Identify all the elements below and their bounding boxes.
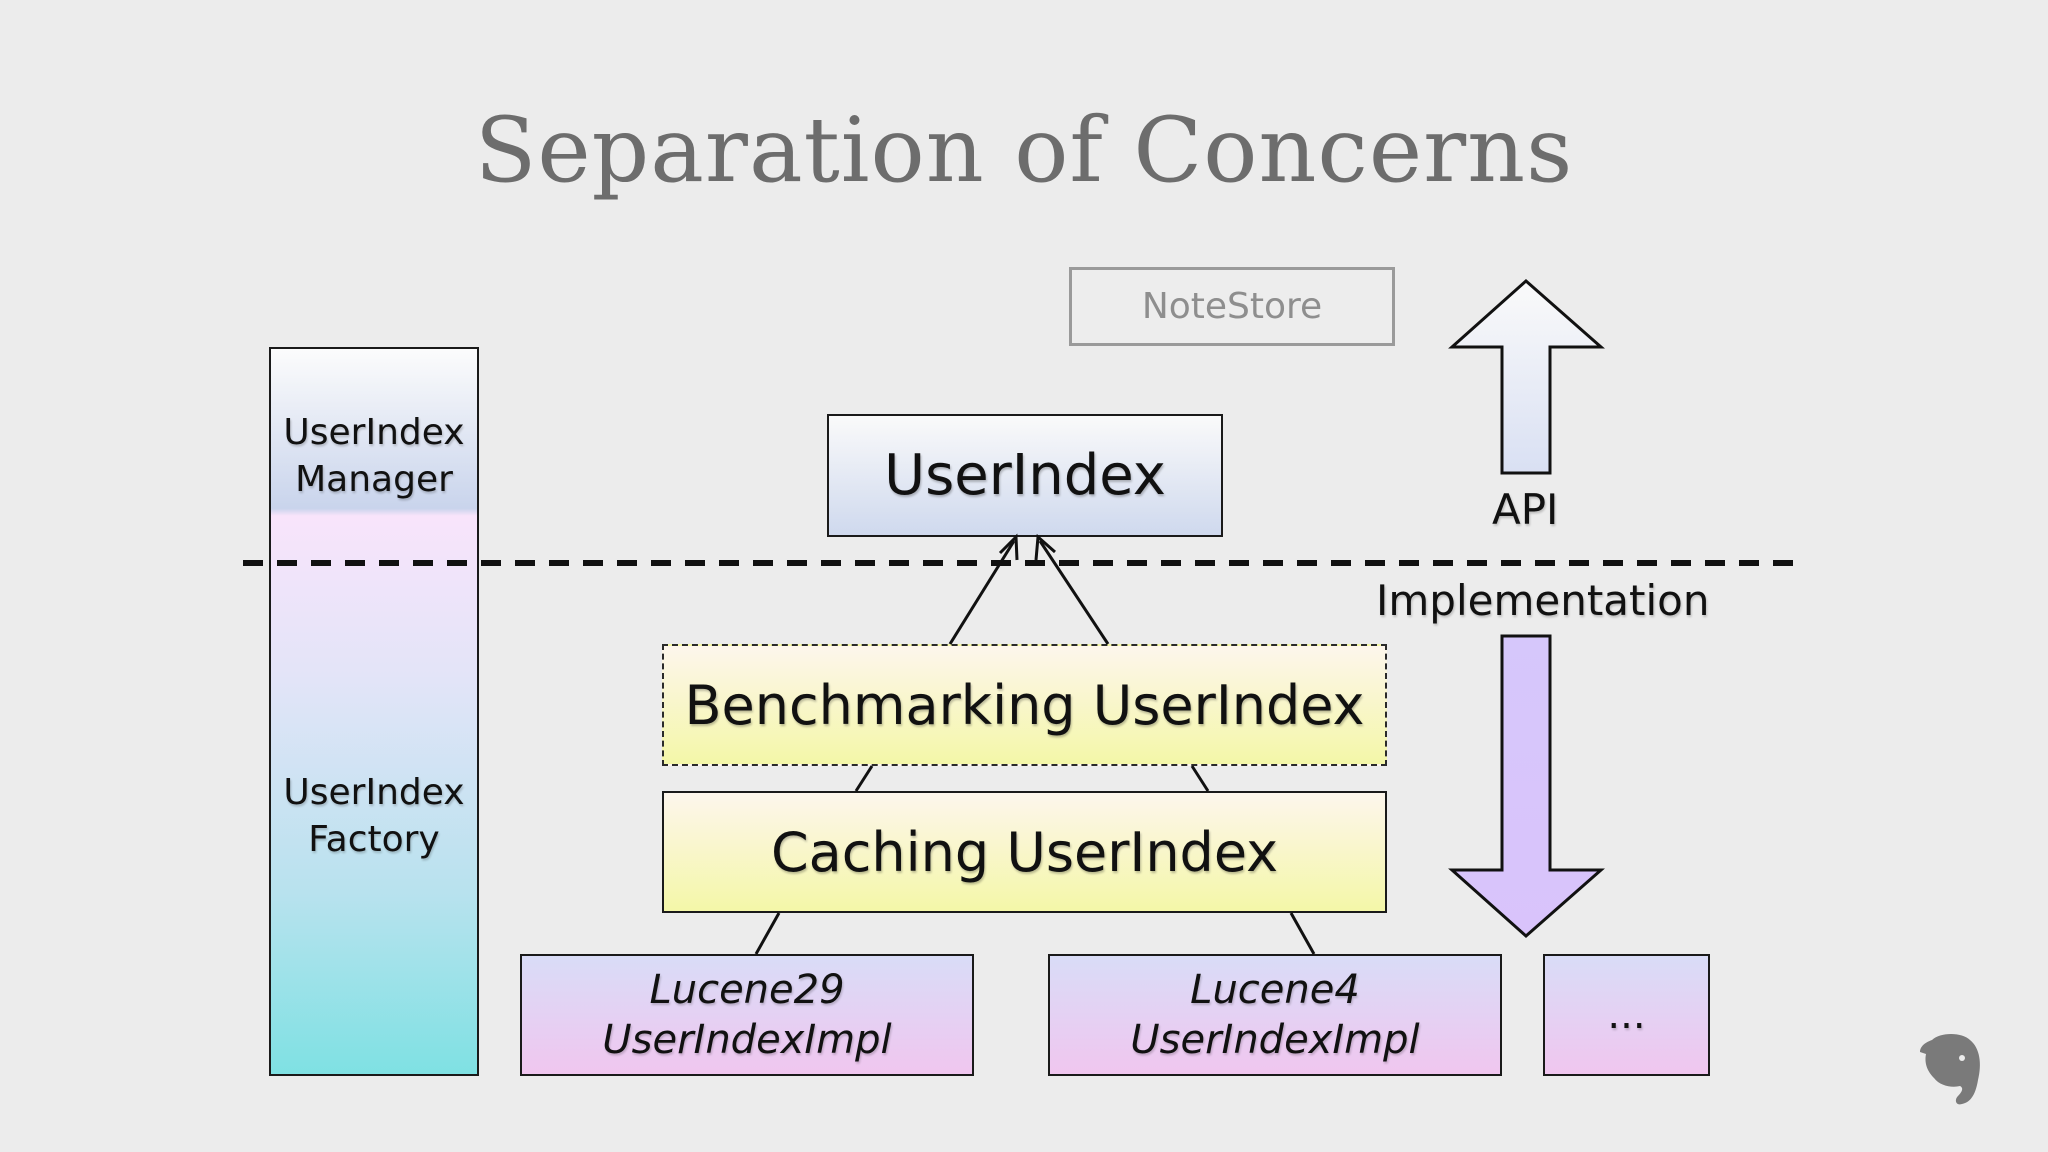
factory-line2: Factory [308, 818, 440, 860]
connector-line [948, 540, 1016, 645]
api-up-arrow [1448, 278, 1605, 475]
connector-line [754, 912, 781, 955]
caching-userindex-box: Caching UserIndex [662, 791, 1387, 913]
arrowhead [1034, 533, 1056, 561]
userindex-factory-label: UserIndex Factory [269, 770, 479, 864]
manager-line2: Manager [295, 458, 453, 500]
elephant-logo-icon [1920, 1034, 1980, 1105]
implementation-label: Implementation [1376, 576, 1710, 625]
impl-name: Lucene29 [649, 967, 845, 1013]
lucene29-impl-box: Lucene29 UserIndexImpl [520, 954, 974, 1076]
arrowhead [998, 533, 1019, 561]
notestore-box: NoteStore [1069, 267, 1395, 346]
impl-name: Lucene4 [1190, 967, 1360, 1013]
userindex-manager-label: UserIndex Manager [269, 410, 479, 504]
connector-line [1038, 540, 1110, 645]
connector-line [1289, 912, 1316, 955]
impl-class: UserIndexImpl [602, 1017, 892, 1063]
more-impls-box: ... [1543, 954, 1710, 1076]
slide-title: Separation of Concerns [474, 98, 1574, 203]
manager-line1: UserIndex [283, 412, 465, 453]
implementation-down-arrow [1448, 634, 1605, 939]
userindex-sidebar [269, 347, 479, 1076]
lucene4-impl-box: Lucene4 UserIndexImpl [1048, 954, 1502, 1076]
connector-line [854, 765, 874, 792]
userindex-box: UserIndex [827, 414, 1223, 537]
benchmarking-userindex-box: Benchmarking UserIndex [662, 644, 1387, 766]
factory-line1: UserIndex [283, 772, 465, 813]
impl-class: UserIndexImpl [1130, 1017, 1420, 1063]
connector-line [1190, 765, 1210, 792]
api-label: API [1492, 485, 1559, 534]
